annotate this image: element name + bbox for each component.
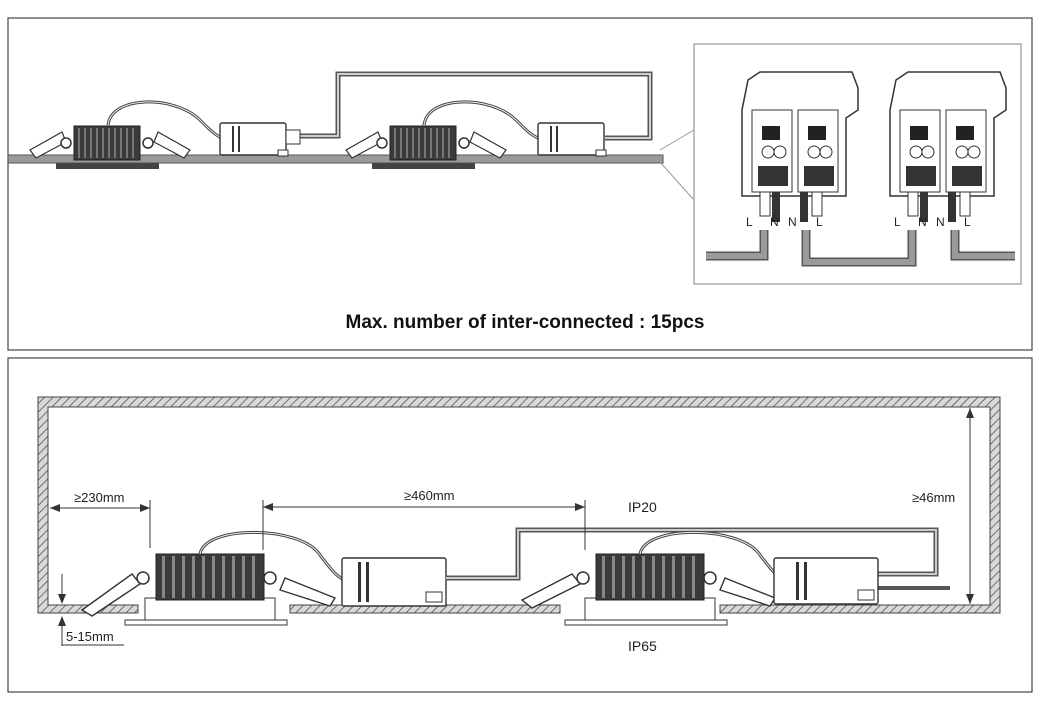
- terminal-label-n2: N: [788, 215, 797, 229]
- bottom-panel: ≥230mm ≥460mm ≥46mm 5-15mm IP20: [7, 357, 1033, 693]
- terminal-label-n4: N: [936, 215, 945, 229]
- driver-box-4: [773, 557, 879, 605]
- dim-ceiling-label: 5-15mm: [66, 629, 114, 644]
- downlight-fixture-4: [520, 530, 785, 626]
- driver-box-1: [219, 122, 301, 157]
- callout-line-upper: [659, 129, 695, 151]
- downlight-fixture-3: [80, 530, 345, 626]
- driver-box-3: [341, 557, 447, 607]
- dimension-side-clearance: ≥230mm: [50, 490, 151, 548]
- interconnect-cable-core: [300, 73, 651, 139]
- driver-box-2: [537, 122, 607, 157]
- terminal-label-n1: N: [770, 215, 779, 229]
- top-panel: L N N L L N N L Max. number of inter-con…: [7, 17, 1033, 351]
- ceiling-void-enclosure: [37, 396, 1001, 614]
- fixture-trim: [56, 163, 159, 169]
- callout-line-lower: [659, 161, 695, 201]
- dimension-ceiling-thickness: 5-15mm: [58, 574, 124, 646]
- dim-between-label: ≥460mm: [404, 488, 454, 503]
- ip20-zone-label: IP20: [628, 499, 657, 515]
- terminal-detail-inset: L N N L L N N L: [693, 43, 1022, 285]
- terminal-block-right: [889, 71, 1007, 222]
- ceiling-board: [7, 154, 664, 164]
- spring-clip-right: [153, 131, 191, 159]
- max-interconnect-caption: Max. number of inter-connected : 15pcs: [346, 312, 705, 333]
- downlight-fixture-2: [345, 100, 539, 169]
- bottom-panel-frame: [7, 357, 1033, 693]
- terminal-label-l1: L: [746, 215, 753, 229]
- terminal-label-n3: N: [918, 215, 927, 229]
- ip65-zone-label: IP65: [628, 638, 657, 654]
- terminal-block-left: [741, 71, 859, 222]
- dim-side-label: ≥230mm: [74, 490, 124, 505]
- terminal-label-l3: L: [894, 215, 901, 229]
- terminal-label-l4: L: [964, 215, 971, 229]
- dimension-fixture-spacing: ≥460mm: [262, 488, 586, 550]
- heatsink: [73, 125, 141, 161]
- dim-height-label: ≥46mm: [912, 490, 955, 505]
- terminal-label-l2: L: [816, 215, 823, 229]
- dimension-void-height: ≥46mm: [912, 408, 974, 604]
- downlight-fixture-1: [29, 100, 223, 169]
